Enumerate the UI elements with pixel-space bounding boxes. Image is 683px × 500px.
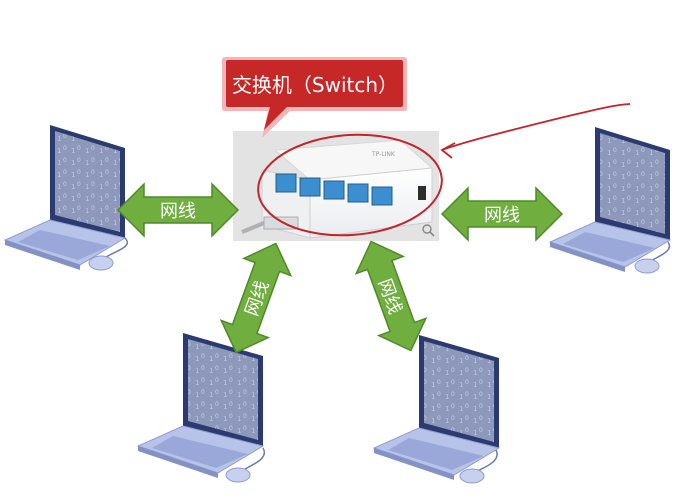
mouse-icon [634,241,671,274]
svg-text:TP-LINK: TP-LINK [371,151,396,158]
zoom-icon [422,224,435,237]
double-arrow-icon [219,242,293,354]
laptop-icon [3,125,127,270]
laptop-top-right [548,127,672,274]
switch-callout: 交换机（Switch） [222,57,407,138]
mouse-icon [88,237,128,271]
laptop-icon [548,127,672,272]
link-label: 网线 [484,205,520,226]
link-bottom-right: 网线 [354,240,428,352]
highlight-ellipse [257,133,443,237]
mouse-icon [225,447,266,483]
double-arrow-icon [440,186,564,242]
link-left: 网线 [116,182,240,238]
callout-label: 交换机（Switch） [232,73,398,97]
laptop-icon [372,335,501,480]
pointer-arrowhead [440,142,456,159]
link-label: 网线 [160,201,196,222]
mouse-icon [459,449,498,484]
double-arrow-icon [116,182,240,238]
switch-photo: TP-LINK [233,131,439,241]
laptop-bottom-right [372,335,501,484]
link-bottom-left: 网线 [219,242,293,354]
pointer-line [441,103,631,151]
link-right: 网线 [440,186,564,242]
laptop-top-left [3,125,128,271]
laptop-bottom-left [136,333,266,483]
laptop-icon [136,333,265,478]
double-arrow-icon [354,240,428,352]
